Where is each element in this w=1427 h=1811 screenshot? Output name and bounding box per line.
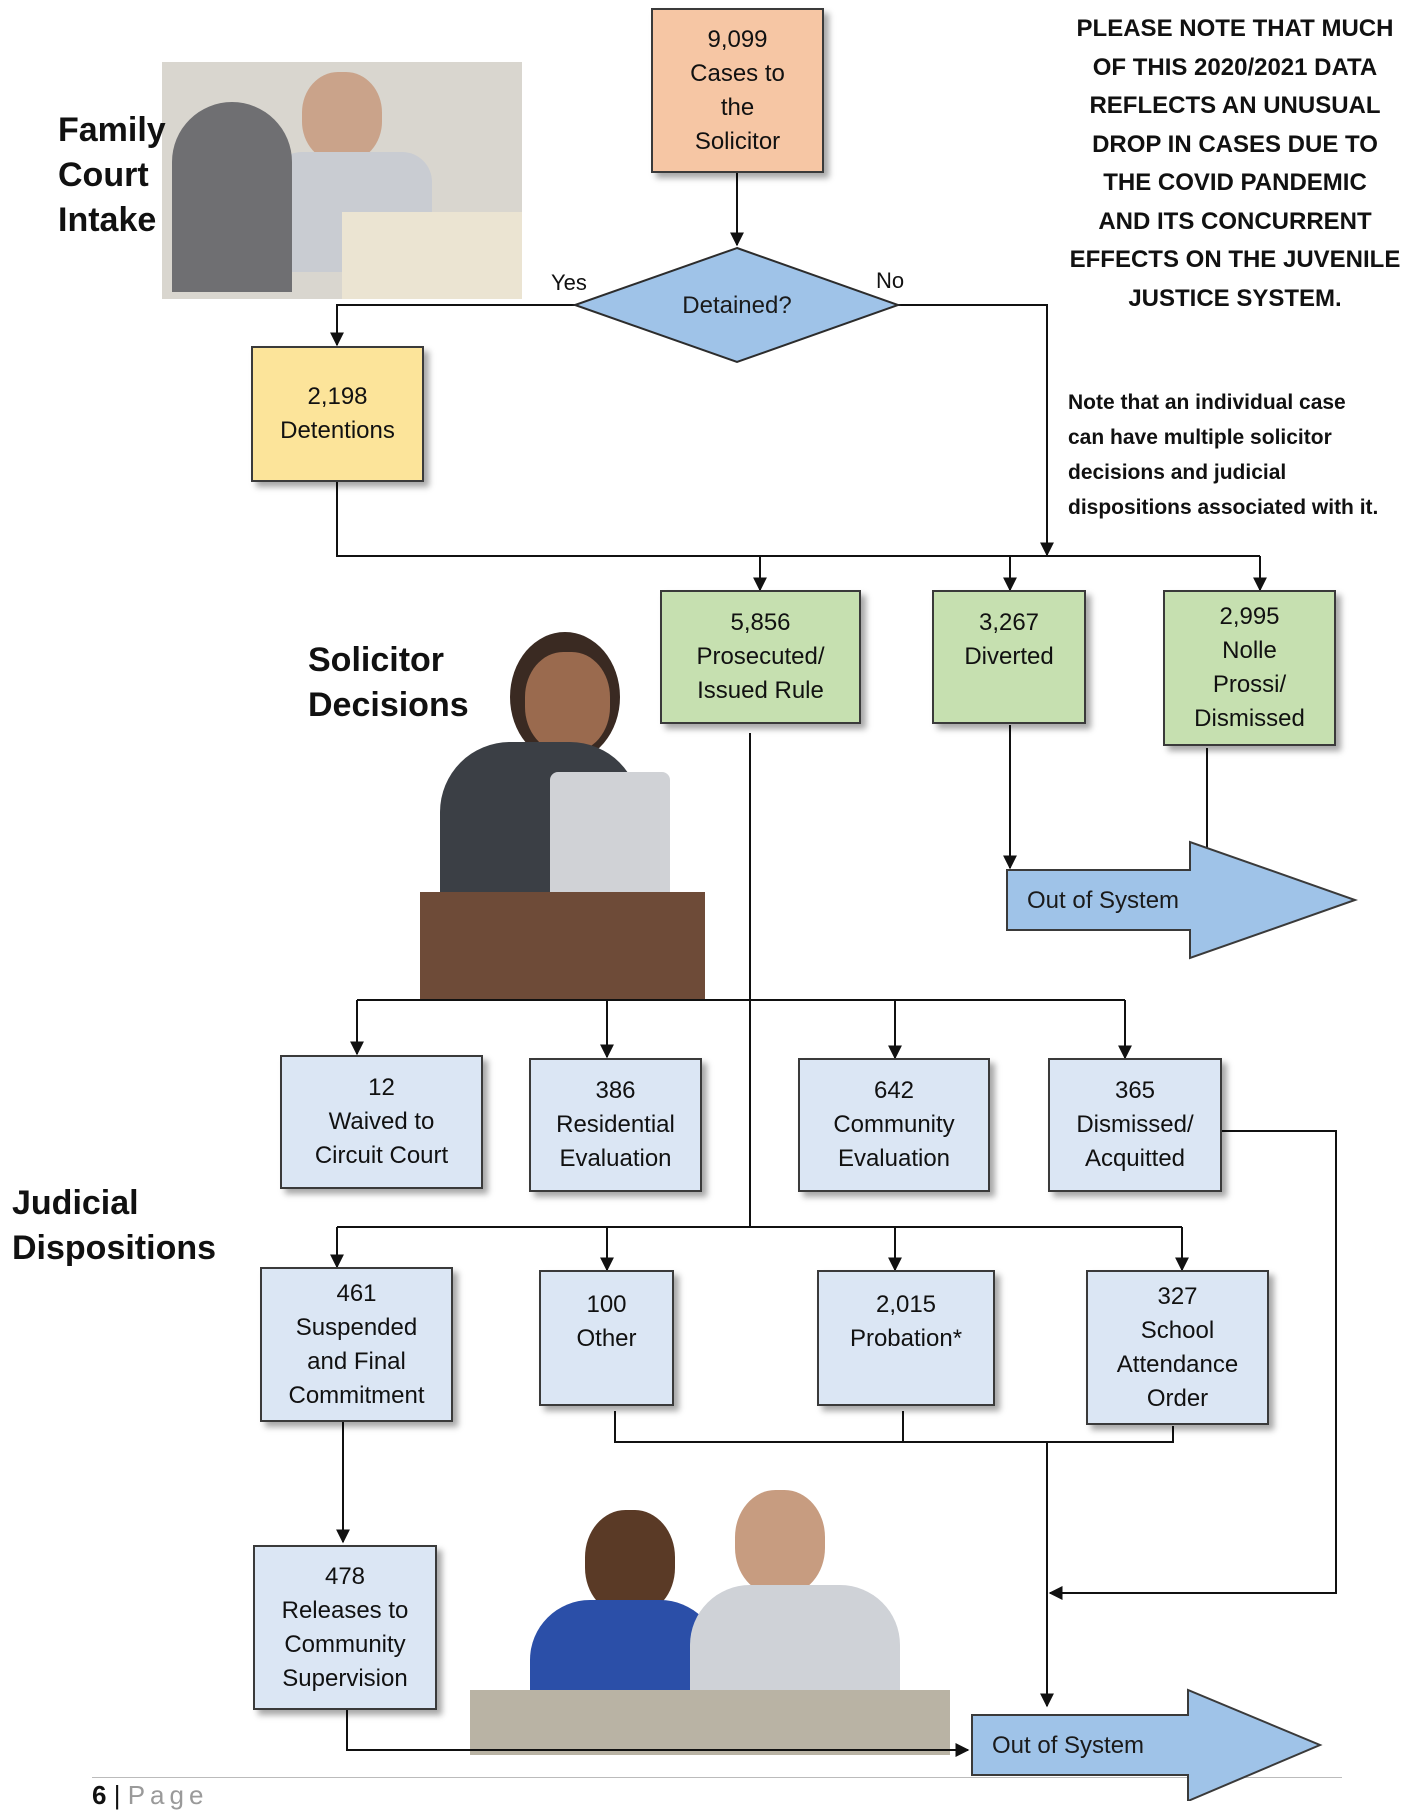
- other-count: 100: [586, 1291, 627, 1318]
- section-family-court-intake: Family Court Intake: [58, 111, 166, 239]
- prosecuted-label: Prosecuted/ Issued Rule: [696, 643, 825, 704]
- decision-label: Detained?: [682, 292, 791, 319]
- probation-count: 2,015: [875, 1291, 937, 1318]
- cases-to-solicitor-box: 9,099 Cases to the Solicitor: [651, 8, 824, 173]
- school-attendance-label: School Attendance Order: [1116, 1316, 1239, 1412]
- community-evaluation-label: Community Evaluation: [833, 1111, 955, 1172]
- page-number: 6: [92, 1780, 107, 1810]
- section-judicial-dispositions: Judicial Dispositions: [12, 1184, 217, 1267]
- nolle-prossi-label: Nolle Prossi/ Dismissed: [1194, 637, 1305, 732]
- detentions-count: 2,198: [307, 383, 368, 410]
- residential-evaluation-label: Residential Evaluation: [556, 1111, 675, 1172]
- dismissed-acquitted-count: 365: [1114, 1077, 1156, 1104]
- releases-count: 478: [324, 1562, 366, 1590]
- multiple-decisions-note: Note that an individual case can have mu…: [1068, 391, 1379, 519]
- school-attendance-box: 327 School Attendance Order: [1086, 1270, 1269, 1425]
- intake-photo: [162, 62, 522, 299]
- prosecuted-box: 5,856 Prosecuted/ Issued Rule: [660, 590, 861, 724]
- residential-evaluation-box: 386 Residential Evaluation: [529, 1058, 702, 1192]
- residential-evaluation-count: 386: [595, 1077, 636, 1104]
- section-solicitor-decisions: Solicitor Decisions: [308, 641, 469, 724]
- diverted-count: 3,267: [978, 609, 1040, 636]
- probation-label: Probation*: [849, 1325, 963, 1352]
- suspended-commitment-box: 461 Suspended and Final Commitment: [260, 1267, 453, 1422]
- suspended-commitment-count: 461: [336, 1279, 377, 1307]
- cases-to-solicitor-label: Cases to the Solicitor: [690, 59, 785, 155]
- out-of-system-label-upper: Out of System: [1027, 887, 1179, 914]
- nolle-prossi-count: 2,995: [1219, 603, 1280, 630]
- waived-box: 12 Waived to Circuit Court: [280, 1055, 483, 1189]
- diverted-box: 3,267 Diverted: [932, 590, 1086, 724]
- handshake-photo: [470, 1490, 970, 1755]
- probation-box: 2,015 Probation*: [817, 1270, 995, 1406]
- diverted-label: Diverted: [964, 643, 1054, 670]
- nolle-prossi-box: 2,995 Nolle Prossi/ Dismissed: [1163, 590, 1336, 746]
- yes-label: Yes: [551, 270, 587, 295]
- no-label: No: [876, 268, 905, 293]
- detained-decision-diamond: [571, 246, 901, 364]
- page-label: Page: [127, 1780, 209, 1810]
- solicitor-photo: [420, 622, 705, 1000]
- out-of-system-label-lower: Out of System: [992, 1732, 1144, 1759]
- dismissed-acquitted-label: Dismissed/ Acquitted: [1076, 1111, 1194, 1172]
- detentions-box: 2,198 Detentions: [251, 346, 424, 482]
- other-box: 100 Other: [539, 1270, 674, 1406]
- other-label: Other: [576, 1325, 637, 1352]
- school-attendance-count: 327: [1157, 1282, 1198, 1310]
- dismissed-acquitted-box: 365 Dismissed/ Acquitted: [1048, 1058, 1222, 1192]
- community-evaluation-box: 642 Community Evaluation: [798, 1058, 990, 1192]
- cases-to-solicitor-count: 9,099: [707, 25, 768, 53]
- detentions-label: Detentions: [280, 417, 395, 444]
- covid-note: PLEASE NOTE THAT MUCH OF THIS 2020/2021 …: [1069, 15, 1401, 312]
- releases-label: Releases to Community Supervision: [281, 1596, 409, 1692]
- suspended-commitment-label: Suspended and Final Commitment: [288, 1313, 425, 1409]
- community-evaluation-count: 642: [873, 1077, 915, 1104]
- footer-rule: [92, 1777, 1342, 1778]
- out-of-system-arrow-upper: [1006, 840, 1359, 960]
- waived-label: Waived to Circuit Court: [314, 1108, 449, 1169]
- page-separator: |: [113, 1780, 121, 1810]
- page-footer: 6 | Page: [92, 1780, 208, 1811]
- prosecuted-count: 5,856: [730, 609, 791, 636]
- out-of-system-arrow-lower: [971, 1688, 1323, 1801]
- waived-count: 12: [368, 1074, 395, 1101]
- releases-box: 478 Releases to Community Supervision: [253, 1545, 437, 1710]
